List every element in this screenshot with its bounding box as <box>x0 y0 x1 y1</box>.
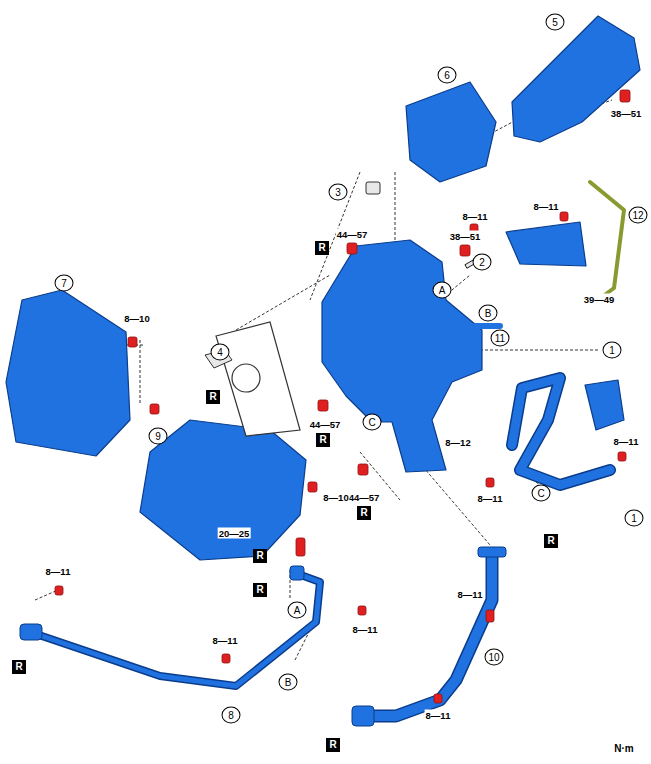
callout-number: B <box>479 305 498 322</box>
torque-value: 44—57 <box>348 492 381 503</box>
torque-value: 8—11 <box>352 624 379 635</box>
callout-number: 12 <box>629 207 648 224</box>
callout-number: 9 <box>149 428 168 445</box>
torque-value: 20—25 <box>218 528 251 539</box>
torque-value: 8—11 <box>457 589 484 600</box>
callout-number: B <box>279 674 298 691</box>
replace-mark: R <box>544 534 558 548</box>
torque-value: 8—11 <box>425 710 452 721</box>
torque-value: 8—11 <box>212 635 239 646</box>
replace-mark: R <box>253 549 267 563</box>
callout-number: 5 <box>546 14 565 31</box>
torque-value: 44—57 <box>336 229 369 240</box>
torque-value: 8—11 <box>45 566 72 577</box>
replace-mark: R <box>206 390 220 404</box>
replace-mark: R <box>357 506 371 520</box>
callout-number: A <box>433 282 452 299</box>
replace-mark: R <box>253 583 267 597</box>
torque-value: 44—57 <box>309 419 342 430</box>
torque-value: 8—10 <box>322 492 349 503</box>
callout-number: 4 <box>211 344 230 361</box>
callout-number: C <box>532 485 551 502</box>
callout-number: 10 <box>485 649 504 666</box>
callout-number: 1 <box>603 342 622 359</box>
callout-number: 6 <box>438 67 457 84</box>
callout-number: 7 <box>55 275 74 292</box>
torque-value: 8—10 <box>123 313 150 324</box>
torque-value: 38—51 <box>449 231 482 242</box>
callout-number: 11 <box>491 330 510 347</box>
torque-value: 39—49 <box>583 294 616 305</box>
callout-number: C <box>363 414 382 431</box>
callout-number: 2 <box>473 254 492 271</box>
replace-mark: R <box>315 241 329 255</box>
replace-mark: R <box>12 660 26 674</box>
replace-mark: R <box>316 433 330 447</box>
unit-label: N·m <box>614 743 633 754</box>
callout-number: 1 <box>625 510 644 527</box>
callout-number: 3 <box>329 184 348 201</box>
torque-value: 8—11 <box>462 211 489 222</box>
torque-value: 8—11 <box>477 493 504 504</box>
replace-mark: R <box>326 738 340 752</box>
callout-number: 8 <box>222 707 241 724</box>
torque-value: 8—12 <box>444 437 471 448</box>
torque-value: 8—11 <box>533 201 560 212</box>
torque-value: 8—11 <box>613 436 640 447</box>
torque-value: 38—51 <box>610 108 643 119</box>
callout-number: A <box>288 602 307 619</box>
